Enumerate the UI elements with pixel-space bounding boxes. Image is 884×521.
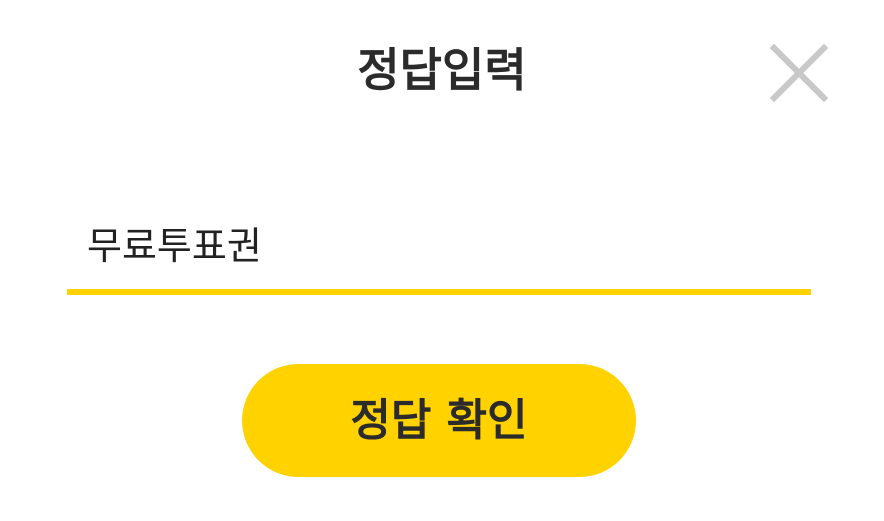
- answer-field: [67, 196, 811, 296]
- answer-underline: [67, 289, 811, 295]
- dialog-title: 정답입력: [357, 43, 527, 97]
- close-button[interactable]: [766, 40, 832, 106]
- confirm-answer-button[interactable]: 정답 확인: [242, 364, 636, 477]
- close-icon: [769, 43, 829, 103]
- answer-input[interactable]: [67, 196, 811, 288]
